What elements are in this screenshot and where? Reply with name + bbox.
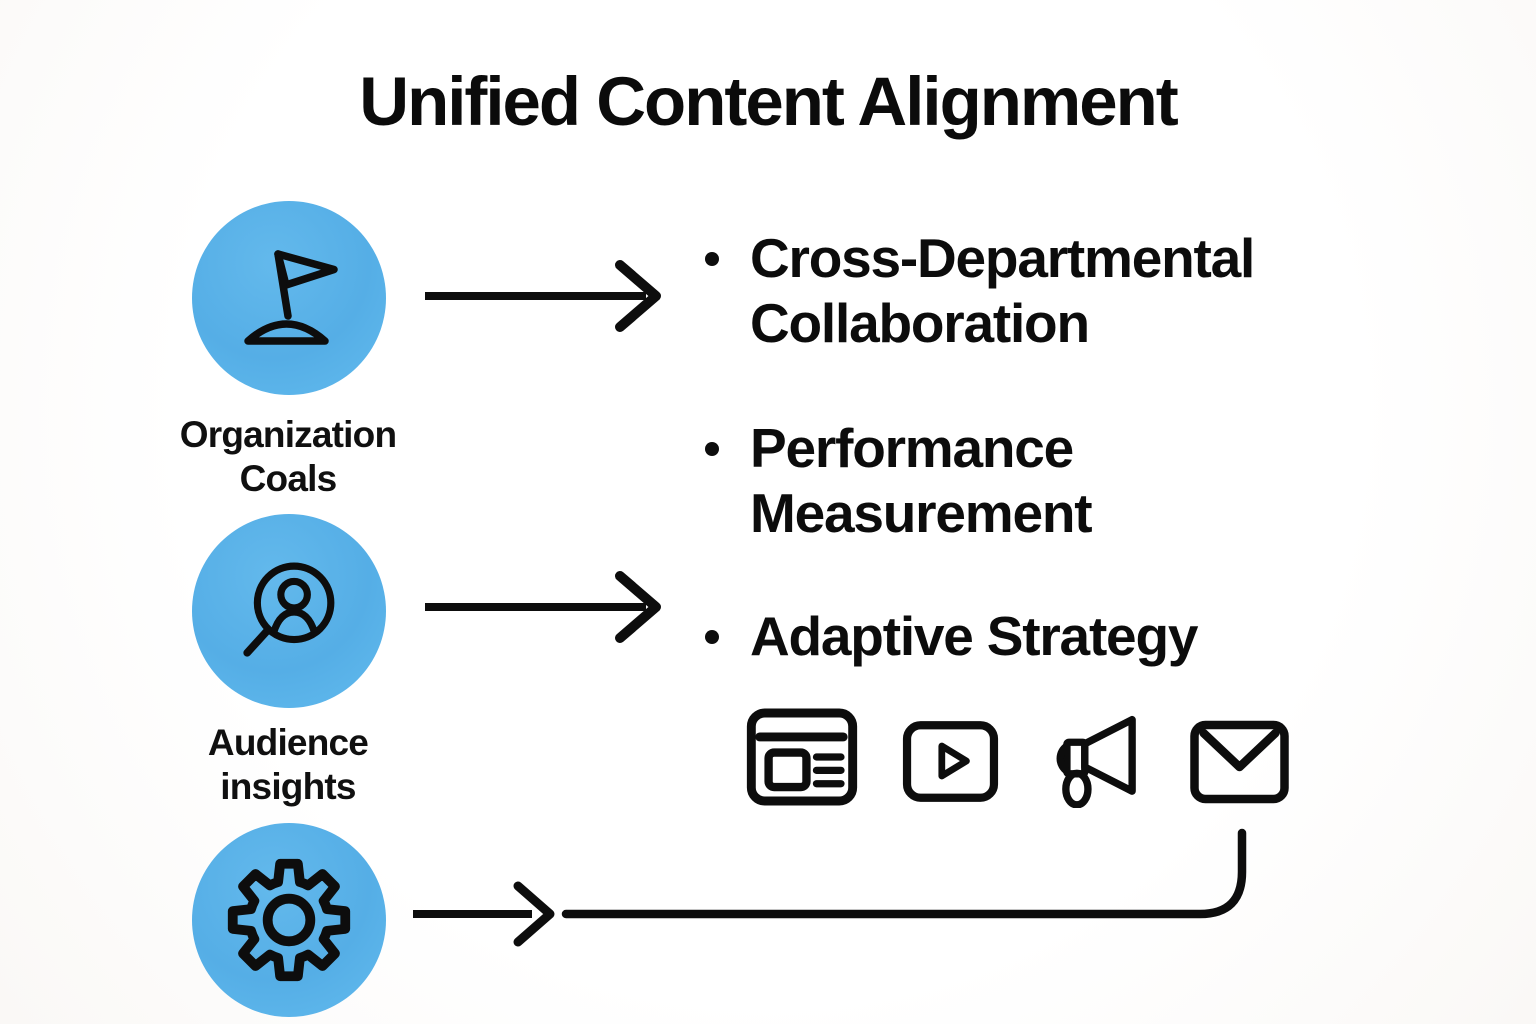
bullet-dot: [705, 252, 719, 266]
bullet-dot: [705, 630, 719, 644]
video-play-icon: [902, 721, 999, 802]
elbow-connector-line: [561, 828, 1247, 919]
channel-email: [1188, 719, 1291, 805]
bullet-text-performance: Performance Measurement: [750, 417, 1093, 544]
megaphone-icon: [1056, 715, 1136, 808]
webpage-icon: [746, 708, 858, 806]
channel-megaphone: [1036, 707, 1142, 808]
person-search-icon: [243, 562, 335, 657]
flag-icon: [244, 250, 338, 345]
page-title: Unified Content Alignment: [359, 63, 1179, 140]
bullet-item: Adaptive Strategy: [705, 604, 1198, 669]
gear-icon: [227, 858, 351, 982]
bullet-text-adaptive: Adaptive Strategy: [750, 605, 1198, 667]
node-label-organization-goals: Organization Coals: [179, 414, 397, 499]
email-icon: [1190, 720, 1289, 804]
arrow-goals-to-bullets: [425, 260, 661, 332]
arrow-audience-to-bullets: [425, 571, 661, 643]
node-process: [192, 823, 386, 1017]
bullet-dot: [705, 442, 719, 456]
bullet-item: Cross-Departmental Collaboration: [705, 226, 1255, 356]
bullet-item: Performance Measurement: [705, 416, 1093, 546]
node-audience-insights: [192, 514, 386, 708]
node-organization-goals: [192, 201, 386, 395]
node-label-audience-insights: Audience insights: [207, 722, 369, 807]
channel-video: [902, 719, 999, 804]
channel-webpage: [746, 708, 858, 806]
bullet-text-cross-departmental: Cross-Departmental Collaboration: [750, 227, 1255, 354]
arrow-gear-to-line: [413, 881, 555, 947]
